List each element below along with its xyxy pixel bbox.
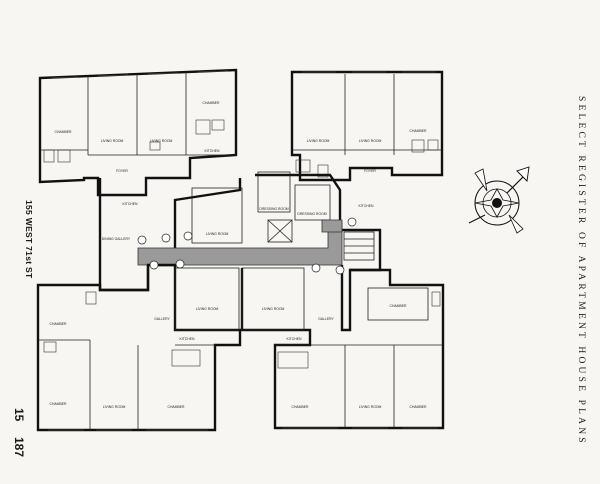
apartment-markers [137, 217, 357, 275]
svg-text:LIVING ROOM: LIVING ROOM [150, 139, 173, 143]
svg-text:CHAMBER: CHAMBER [203, 101, 221, 105]
compass-icon [468, 166, 530, 234]
svg-text:FOYER: FOYER [116, 169, 128, 173]
svg-text:CHAMBER: CHAMBER [168, 405, 186, 409]
svg-text:CHAMBER: CHAMBER [390, 304, 408, 308]
svg-text:KITCHEN: KITCHEN [287, 337, 302, 341]
page-number-left: 15 [12, 408, 26, 422]
svg-text:DRESSING ROOM: DRESSING ROOM [259, 207, 288, 211]
svg-text:LIVING ROOM: LIVING ROOM [196, 307, 219, 311]
window-marks [48, 70, 438, 431]
public-corridor [137, 221, 343, 266]
svg-text:KITCHEN: KITCHEN [180, 337, 195, 341]
wing-upper-right: LIVING ROOM LIVING ROOM CHAMBER FOYER [290, 70, 444, 182]
page-number-right: 187 [12, 437, 26, 458]
svg-text:LIVING ROOM: LIVING ROOM [359, 139, 382, 143]
svg-text:CHAMBER: CHAMBER [55, 130, 73, 134]
svg-text:GALLERY: GALLERY [318, 317, 334, 321]
svg-text:KITCHEN: KITCHEN [205, 149, 220, 153]
street-address: 155 WEST 71st ST [24, 200, 34, 279]
svg-text:LIVING ROOM: LIVING ROOM [262, 307, 285, 311]
wing-lower-right: LIVING ROOM CHAMBER CHAMBER LIVING ROOM … [240, 265, 445, 430]
wing-upper-left: CHAMBER LIVING ROOM LIVING ROOM CHAMBER … [38, 68, 238, 197]
svg-text:LIVING ROOM: LIVING ROOM [101, 139, 124, 143]
svg-text:FOYER: FOYER [364, 169, 376, 173]
svg-text:DINING GALLERY: DINING GALLERY [102, 237, 131, 241]
svg-text:LIVING ROOM: LIVING ROOM [359, 405, 382, 409]
svg-text:LIVING ROOM: LIVING ROOM [307, 139, 330, 143]
wing-lower-left: LIVING ROOM CHAMBER LIVING ROOM CHAMBER … [36, 263, 242, 432]
svg-text:KITCHEN: KITCHEN [123, 202, 138, 206]
svg-text:LIVING ROOM: LIVING ROOM [206, 232, 229, 236]
svg-text:CHAMBER: CHAMBER [410, 405, 428, 409]
svg-text:CHAMBER: CHAMBER [292, 405, 310, 409]
svg-text:LIVING ROOM: LIVING ROOM [103, 405, 126, 409]
svg-text:DRESSING ROOM: DRESSING ROOM [297, 212, 326, 216]
svg-text:KITCHEN: KITCHEN [359, 204, 374, 208]
register-title: SELECT REGISTER OF APARTMENT HOUSE PLANS [576, 96, 586, 446]
svg-text:CHAMBER: CHAMBER [50, 402, 68, 406]
svg-text:CHAMBER: CHAMBER [410, 129, 428, 133]
svg-text:GALLERY: GALLERY [154, 317, 170, 321]
svg-text:CHAMBER: CHAMBER [50, 322, 68, 326]
